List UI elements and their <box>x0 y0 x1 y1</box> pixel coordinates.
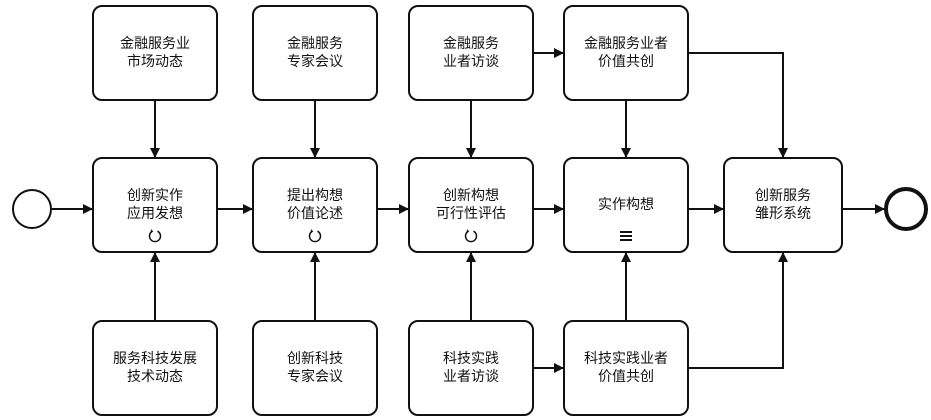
box-label: 雏形系统 <box>755 206 811 222</box>
box-label: 金融服务 <box>443 36 499 52</box>
box-label: 可行性评估 <box>436 206 506 222</box>
box-tech-practice-interview: 科技实践业者访谈 <box>408 320 534 416</box>
box-label: 实作构想 <box>598 197 654 213</box>
box-concept-value-proposition: 提出构想价值论述 <box>252 157 378 253</box>
box-label: 提出构想 <box>287 188 343 204</box>
box-label: 金融服务业 <box>120 36 190 52</box>
box-label: 科技实践 <box>443 351 499 367</box>
box-tech-expert-meeting: 创新科技专家会议 <box>252 320 378 416</box>
box-label: 业者访谈 <box>443 54 499 70</box>
box-label: 创新服务 <box>755 188 811 204</box>
box-label: 价值论述 <box>287 206 343 222</box>
box-label: 服务科技发展 <box>113 351 197 367</box>
start-event <box>12 189 52 229</box>
box-label: 应用发想 <box>127 206 183 222</box>
box-concept-feasibility-assessment: 创新构想可行性评估 <box>408 157 534 253</box>
loop-icon <box>147 229 163 243</box>
flow-arrow <box>689 252 788 369</box>
box-financial-industry-interview: 金融服务业者访谈 <box>408 5 534 101</box>
box-label: 价值共创 <box>598 369 654 385</box>
multi-instance-icon <box>618 229 634 243</box>
box-label: 价值共创 <box>598 54 654 70</box>
box-innovation-application-ideation: 创新实作应用发想 <box>92 157 218 253</box>
box-label: 市场动态 <box>127 54 183 70</box>
box-implementation-concept: 实作构想 <box>563 157 689 253</box>
box-tech-development-trends: 服务科技发展技术动态 <box>92 320 218 416</box>
box-financial-market-trends: 金融服务业市场动态 <box>92 5 218 101</box>
flow-arrow <box>689 52 788 158</box>
box-label: 专家会议 <box>287 54 343 70</box>
box-label: 科技实践业者 <box>584 351 668 367</box>
box-label: 专家会议 <box>287 369 343 385</box>
box-label: 金融服务业者 <box>584 36 668 52</box>
box-label: 创新实作 <box>127 188 183 204</box>
box-label: 技术动态 <box>127 369 183 385</box>
box-label: 创新构想 <box>443 188 499 204</box>
box-financial-value-cocreation: 金融服务业者价值共创 <box>563 5 689 101</box>
box-label: 创新科技 <box>287 351 343 367</box>
loop-icon <box>307 229 323 243</box>
end-event <box>884 187 928 231</box>
box-service-prototype-system: 创新服务雏形系统 <box>723 157 843 253</box>
loop-icon <box>463 229 479 243</box>
box-tech-value-cocreation: 科技实践业者价值共创 <box>563 320 689 416</box>
box-label: 业者访谈 <box>443 369 499 385</box>
box-financial-expert-meeting: 金融服务专家会议 <box>252 5 378 101</box>
box-label: 金融服务 <box>287 36 343 52</box>
